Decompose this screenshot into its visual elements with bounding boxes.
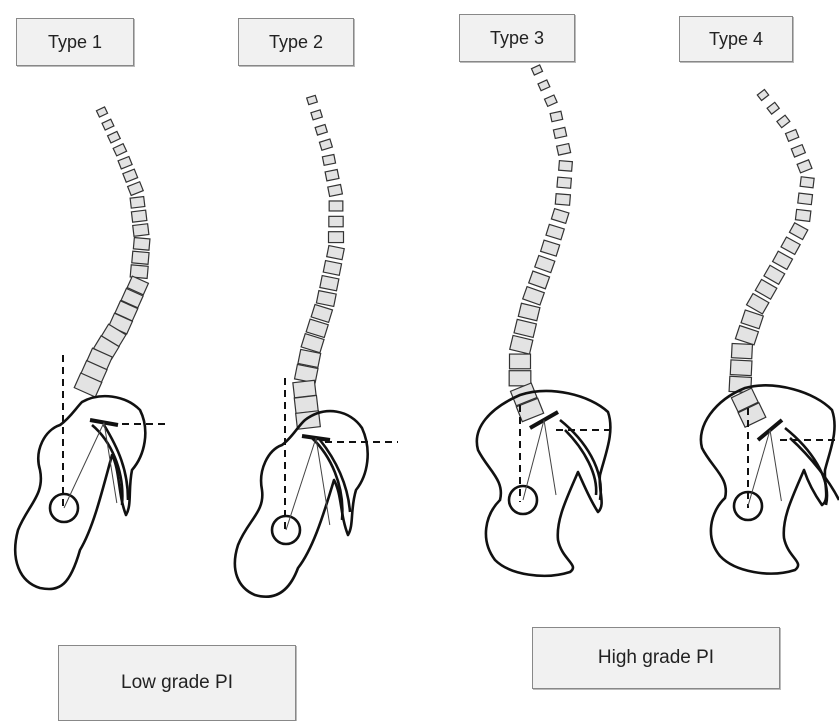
vertebra bbox=[315, 124, 327, 135]
vertebra bbox=[327, 246, 345, 260]
pi-angle-line bbox=[64, 423, 104, 509]
vertebra bbox=[791, 145, 805, 157]
vertebra bbox=[553, 127, 566, 138]
vertebra bbox=[773, 251, 793, 269]
pi-angle-line bbox=[286, 438, 316, 530]
vertebra bbox=[767, 102, 779, 114]
vertebra bbox=[328, 185, 343, 197]
pelvis-outline bbox=[235, 411, 368, 597]
spine-2 bbox=[293, 95, 344, 429]
vertebra bbox=[523, 287, 545, 305]
vertebra bbox=[735, 326, 758, 345]
vertebra bbox=[123, 169, 138, 182]
iliac-wing bbox=[560, 420, 601, 500]
vertebra bbox=[311, 305, 332, 323]
vertebra bbox=[131, 210, 146, 222]
vertebra bbox=[559, 161, 573, 172]
vertebra bbox=[108, 131, 121, 143]
vertebra bbox=[113, 144, 126, 156]
pi-angle-line bbox=[523, 420, 544, 500]
vertebra bbox=[128, 182, 144, 196]
vertebra bbox=[319, 139, 332, 150]
vertebra bbox=[557, 144, 571, 156]
vertebra bbox=[529, 271, 550, 289]
vertebra bbox=[133, 224, 149, 237]
vertebra bbox=[518, 303, 540, 320]
vertebra bbox=[514, 319, 536, 337]
vertebra bbox=[316, 291, 336, 307]
vertebra bbox=[322, 154, 335, 165]
vertebra bbox=[96, 107, 107, 117]
pelvis-outline bbox=[701, 385, 835, 573]
vertebra bbox=[132, 251, 149, 264]
vertebra bbox=[130, 197, 145, 209]
vertebra bbox=[323, 261, 341, 276]
vertebra bbox=[551, 209, 569, 224]
vertebra bbox=[544, 95, 557, 106]
vertebra bbox=[798, 193, 813, 205]
vertebra bbox=[531, 65, 542, 75]
vertebra bbox=[797, 160, 812, 173]
spine-4 bbox=[729, 89, 814, 427]
perpendicular-line bbox=[770, 430, 781, 501]
vertebra bbox=[510, 335, 533, 354]
vertebra bbox=[535, 255, 555, 272]
vertebra bbox=[320, 276, 339, 291]
vertebra bbox=[118, 157, 132, 169]
spine-3 bbox=[509, 65, 572, 422]
vertebra bbox=[757, 89, 768, 100]
vertebra bbox=[510, 354, 531, 369]
vertebra bbox=[538, 80, 550, 91]
pi-angle-line bbox=[748, 430, 770, 506]
vertebra bbox=[795, 209, 810, 221]
vertebra bbox=[509, 371, 531, 386]
vertebra bbox=[325, 169, 339, 180]
vertebra bbox=[777, 115, 790, 128]
vertebra bbox=[555, 194, 570, 206]
pelvis-outline bbox=[15, 396, 145, 589]
vertebra bbox=[102, 119, 114, 130]
perpendicular-line bbox=[544, 420, 556, 495]
vertebra bbox=[307, 95, 318, 104]
vertebra bbox=[557, 177, 571, 188]
vertebra bbox=[293, 380, 316, 397]
vertebra bbox=[800, 177, 814, 188]
pelvis-4 bbox=[701, 385, 839, 573]
vertebra bbox=[764, 265, 785, 284]
low-grade-pi-label: Low grade PI bbox=[58, 645, 296, 721]
vertebra bbox=[781, 237, 800, 254]
spine-pelvis-diagram bbox=[0, 0, 839, 704]
vertebra bbox=[329, 232, 344, 243]
vertebra bbox=[786, 130, 799, 142]
vertebra bbox=[329, 216, 343, 226]
vertebra bbox=[311, 110, 322, 120]
vertebra bbox=[731, 343, 752, 358]
vertebra bbox=[329, 201, 343, 211]
vertebra bbox=[546, 224, 564, 239]
vertebra bbox=[541, 240, 560, 256]
high-grade-pi-label: High grade PI bbox=[532, 627, 780, 689]
vertebra bbox=[730, 360, 752, 376]
vertebra bbox=[133, 238, 150, 251]
spine-1 bbox=[74, 107, 150, 397]
vertebra bbox=[550, 111, 563, 121]
vertebra bbox=[789, 223, 807, 240]
pelvis-3 bbox=[477, 391, 612, 576]
